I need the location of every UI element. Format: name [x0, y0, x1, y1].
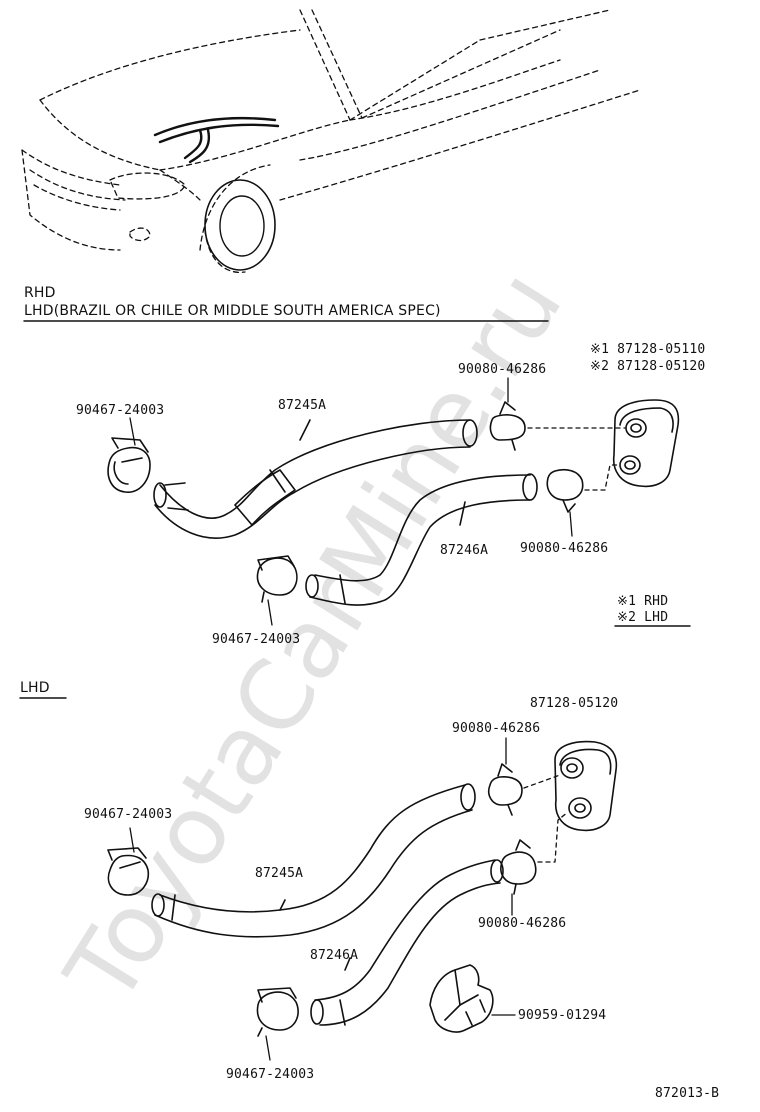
legend-line-1: ※1 RHD [617, 594, 669, 609]
part-label-grommet-bottom: 87128-05120 [530, 696, 619, 711]
bottom-section-art [107, 737, 618, 1061]
heading-lhd: LHD [20, 680, 50, 696]
clamp-90080-top-right-bottom [487, 737, 523, 816]
grommet-top [612, 399, 680, 488]
part-label-hose-87245a-bottom: 87245A [255, 866, 304, 881]
grommet-note-2: ※2 87128-05120 [590, 359, 706, 374]
grommet-note-1: ※1 87128-05110 [590, 342, 706, 357]
legend-line-2: ※2 LHD [617, 610, 669, 625]
clamp-90080-top-right-top [489, 377, 526, 451]
part-label-clamp-90080-top-bottom: 90080-46286 [452, 721, 541, 736]
part-label-clamp-90080-mid: 90080-46286 [520, 541, 609, 556]
part-label-hose-87246a-bottom: 87246A [310, 948, 359, 963]
clamp-90467-left-bottom [107, 827, 150, 896]
hose-87246a-top [305, 473, 538, 606]
part-label-clamp-90467-bottom: 90467-24003 [212, 632, 301, 647]
part-label-clamp-90467-left: 90467-24003 [76, 403, 165, 418]
clamp-90467-left-top [107, 417, 151, 493]
clamp-90467-bottom-bottom [256, 987, 299, 1061]
bracket-90959 [429, 964, 516, 1033]
clamp-90080-mid-right-bottom [500, 839, 537, 916]
car-illustration [21, 9, 641, 273]
part-label-hose-87246a: 87246A [440, 543, 489, 558]
hose-87245a-top [153, 419, 478, 539]
hose-87246a-bottom [310, 859, 504, 1026]
part-label-clamp-90080-top: 90080-46286 [458, 362, 547, 377]
grommet-bottom [554, 740, 618, 832]
hose-87245a-bottom [151, 783, 476, 938]
part-label-clamp-90080-mid-bottom: 90080-46286 [478, 916, 567, 931]
top-section-art [107, 377, 691, 627]
part-label-clamp-90467-bottom-bottom: 90467-24003 [226, 1067, 315, 1082]
heading-rhd: RHD [24, 285, 56, 301]
heading-lhd-spec: LHD(BRAZIL OR CHILE OR MIDDLE SOUTH AMER… [24, 303, 441, 319]
clamp-90080-mid-right-top [546, 468, 584, 537]
part-label-bracket-90959: 90959-01294 [518, 1008, 607, 1023]
part-label-hose-87245a: 87245A [278, 398, 327, 413]
figure-code: 872013-B [655, 1086, 720, 1101]
clamp-90467-bottom-top [256, 555, 298, 626]
part-label-clamp-90467-left-bottom: 90467-24003 [84, 807, 173, 822]
